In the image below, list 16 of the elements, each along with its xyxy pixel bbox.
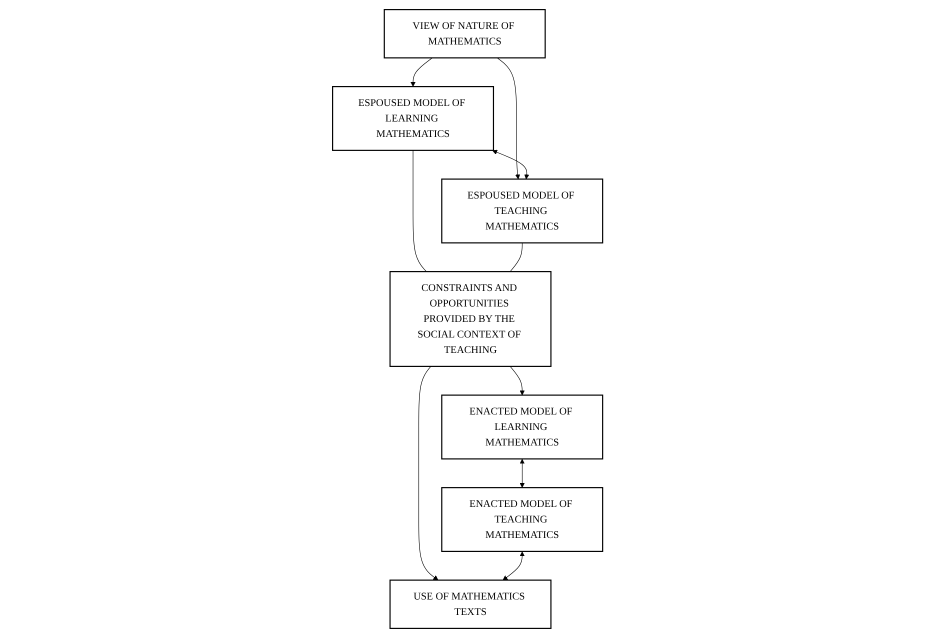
arrow [410,58,432,87]
arrow [502,551,525,580]
connector [412,150,427,272]
arrow [520,458,525,488]
arrow [510,366,525,396]
connector [510,242,522,272]
node-box: CONSTRAINTS AND OPPORTUNITIES PROVIDED BY THE SOCIAL CONTEXT OF TEACHING [389,271,552,367]
node-box: ESPOUSED MODEL OF LEARNING MATHEMATICS [332,86,494,151]
arrow [496,58,520,180]
arrow [418,366,438,580]
node-box: VIEW OF NATURE OF MATHEMATICS [384,9,546,58]
arrow [492,150,530,180]
node-box: ENACTED MODEL OF TEACHING MATHEMATICS [441,487,604,552]
node-box: USE OF MATHEMATICS TEXTS [389,580,552,629]
node-box: ENACTED MODEL OF LEARNING MATHEMATICS [441,394,604,460]
node-box: ESPOUSED MODEL OF TEACHING MATHEMATICS [441,178,604,244]
